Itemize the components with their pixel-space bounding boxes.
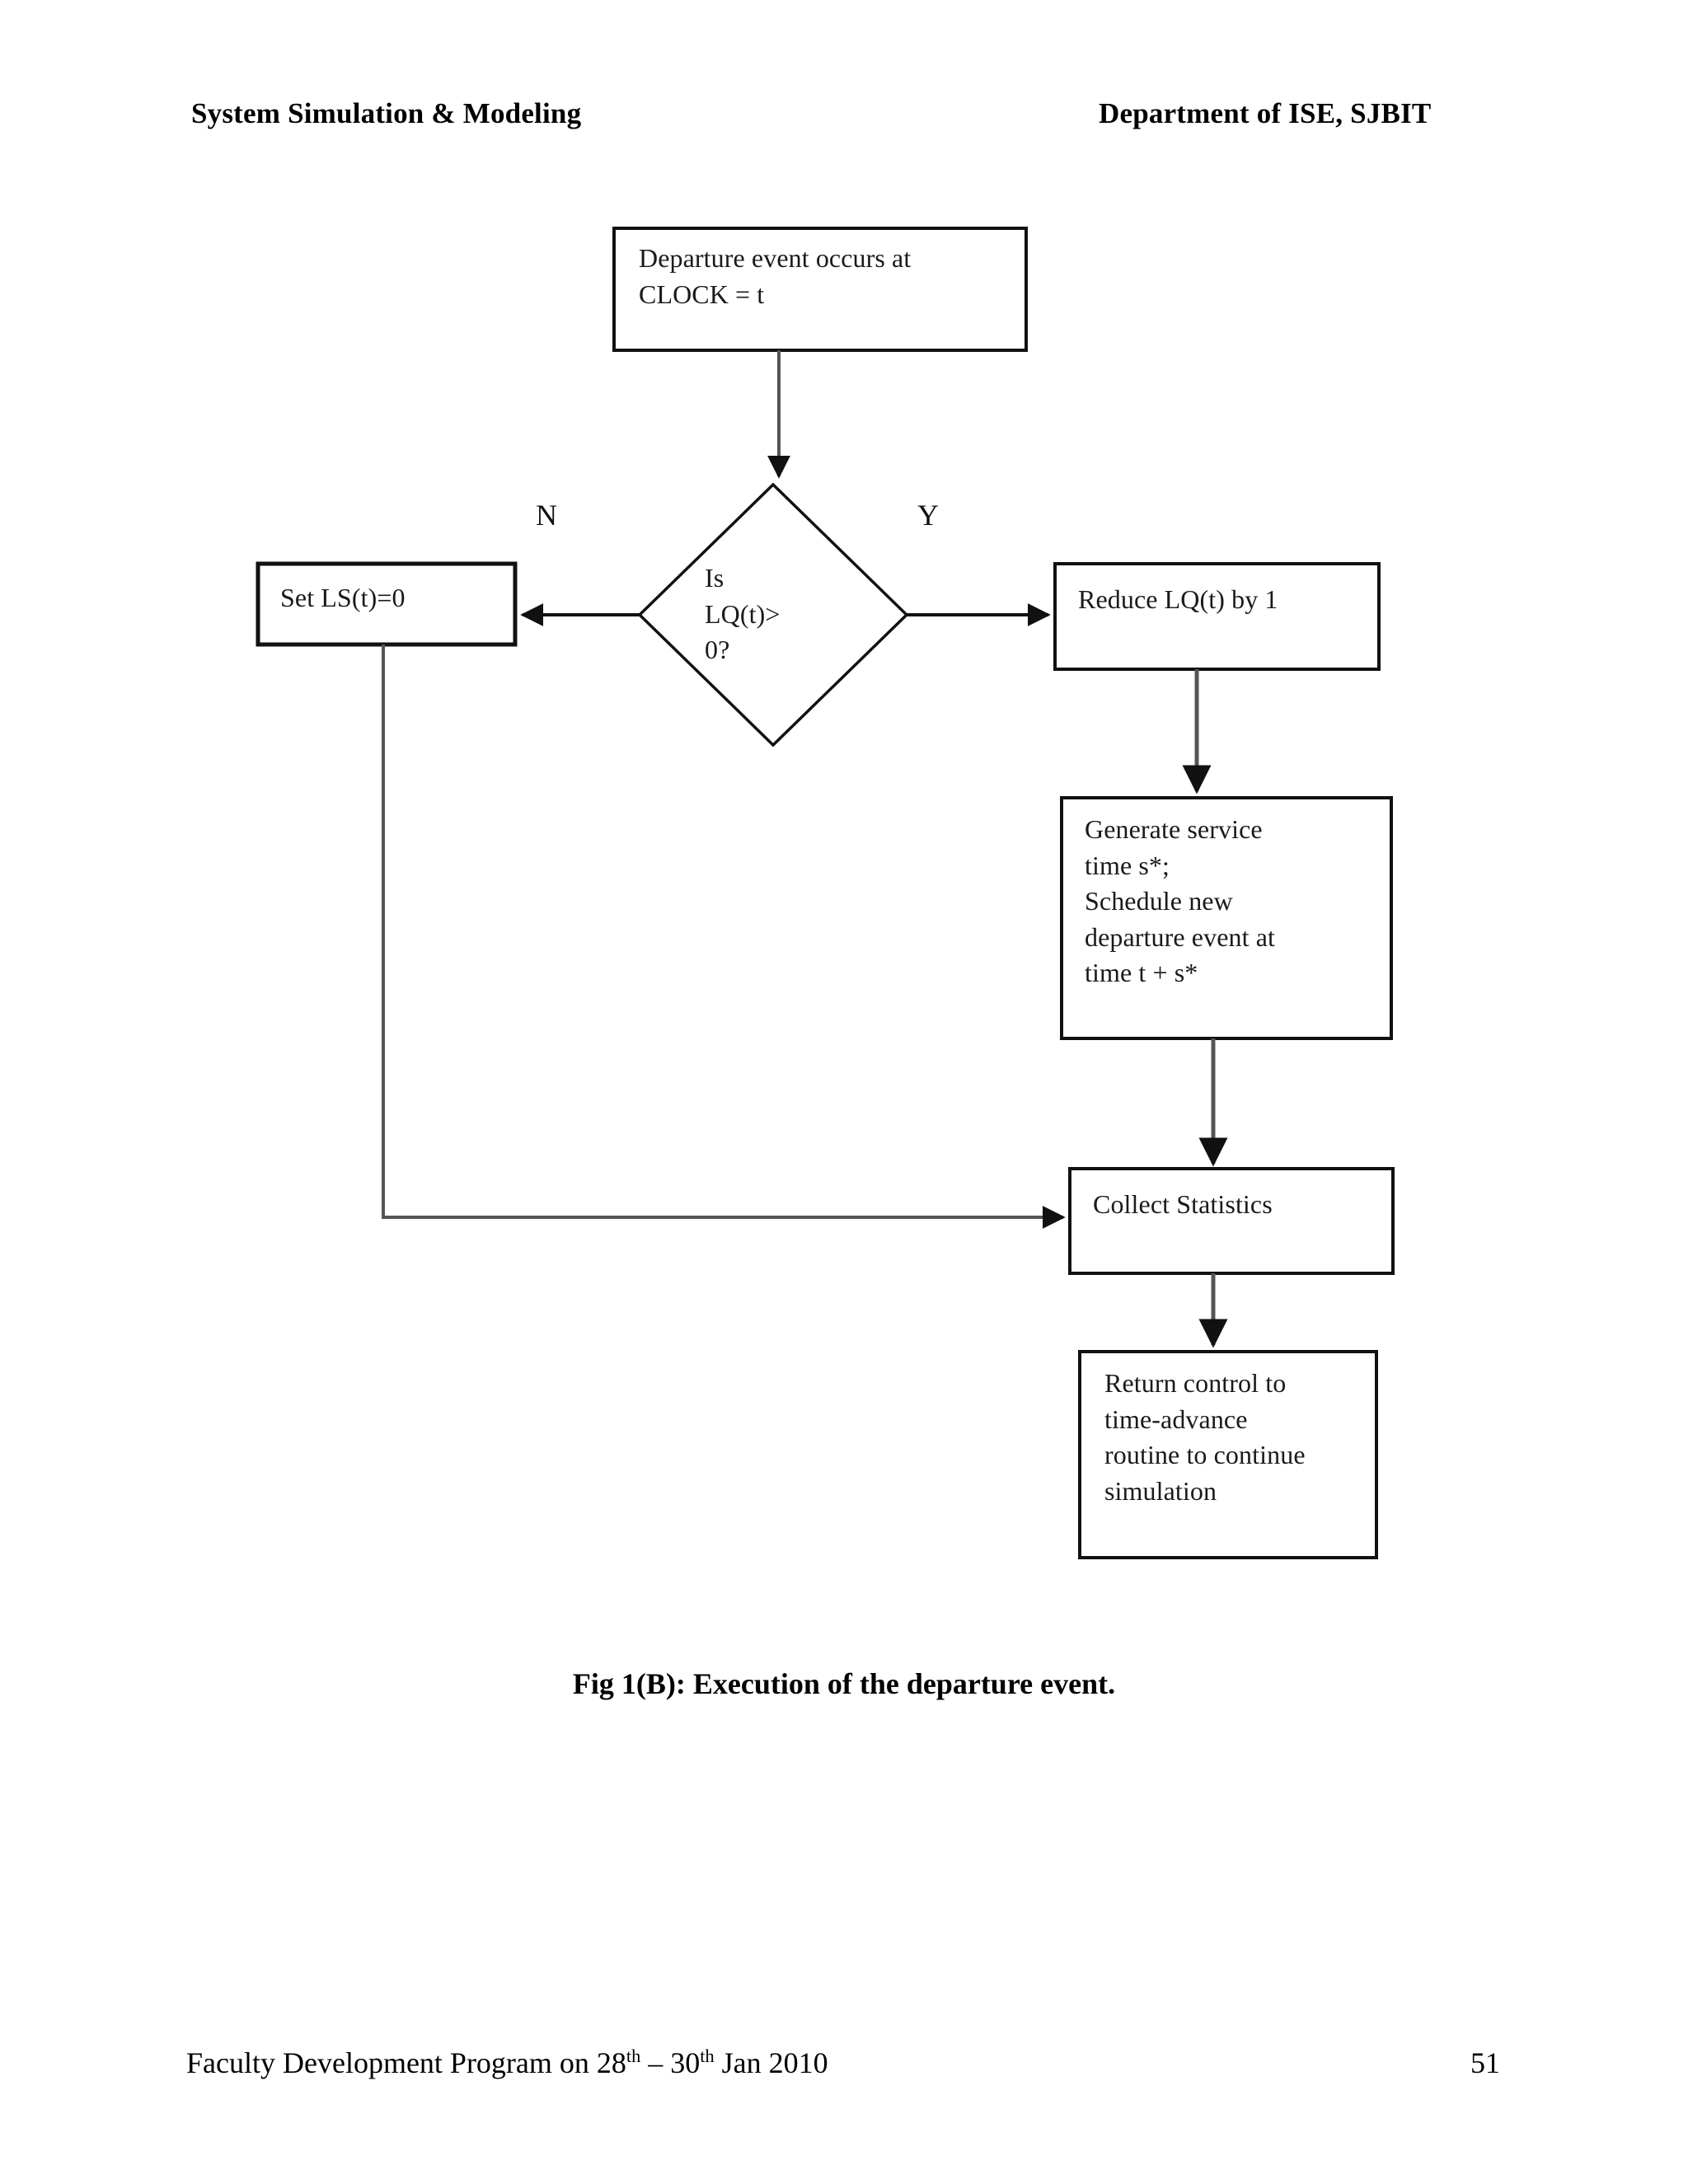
node-collect-stats-label: Collect Statistics	[1093, 1189, 1273, 1219]
node-return-control-label: Return control to time-advance routine t…	[1104, 1368, 1306, 1506]
node-decision-label: Is LQ(t)> 0?	[705, 563, 781, 665]
node-set-ls-label: Set LS(t)=0	[280, 583, 406, 612]
branch-label-yes: Y	[917, 499, 939, 532]
node-collect-stats-shape	[1068, 1167, 1395, 1275]
node-set-ls-shape	[256, 561, 518, 647]
header-left-title: System Simulation & Modeling	[191, 97, 582, 129]
edge-set-ls-to-collect	[382, 644, 1066, 1229]
branch-label-no: N	[536, 499, 557, 532]
footer-page-number: 51	[1470, 2046, 1500, 2079]
node-start-label: Departure event occurs at CLOCK = t	[639, 243, 912, 309]
footer-program-text: Faculty Development Program on 28th – 30…	[186, 2046, 828, 2080]
flowchart-figure: Departure event occurs at CLOCK = t Is L…	[256, 227, 1395, 1559]
footer-text-mid: – 30	[640, 2046, 701, 2079]
header-right-department: Department of ISE, SJBIT	[1099, 97, 1432, 129]
node-decision-shape	[637, 482, 909, 748]
node-return-control-shape	[1078, 1350, 1378, 1559]
footer-text-prefix: Faculty Development Program on 28	[186, 2046, 626, 2079]
footer-text-suffix: Jan 2010	[714, 2046, 828, 2079]
node-generate-service-shape	[1060, 796, 1393, 1040]
node-start-shape	[612, 227, 1028, 352]
node-reduce-lq-shape	[1053, 562, 1381, 671]
node-reduce-lq-label: Reduce LQ(t) by 1	[1078, 584, 1278, 614]
footer-ordinal-suffix-2: th	[700, 2046, 715, 2066]
footer-ordinal-suffix-1: th	[626, 2046, 641, 2066]
node-generate-service-label: Generate service time s*; Schedule new d…	[1085, 814, 1276, 988]
flowchart-svg	[256, 227, 1395, 1559]
figure-caption: Fig 1(B): Execution of the departure eve…	[572, 1667, 1116, 1700]
